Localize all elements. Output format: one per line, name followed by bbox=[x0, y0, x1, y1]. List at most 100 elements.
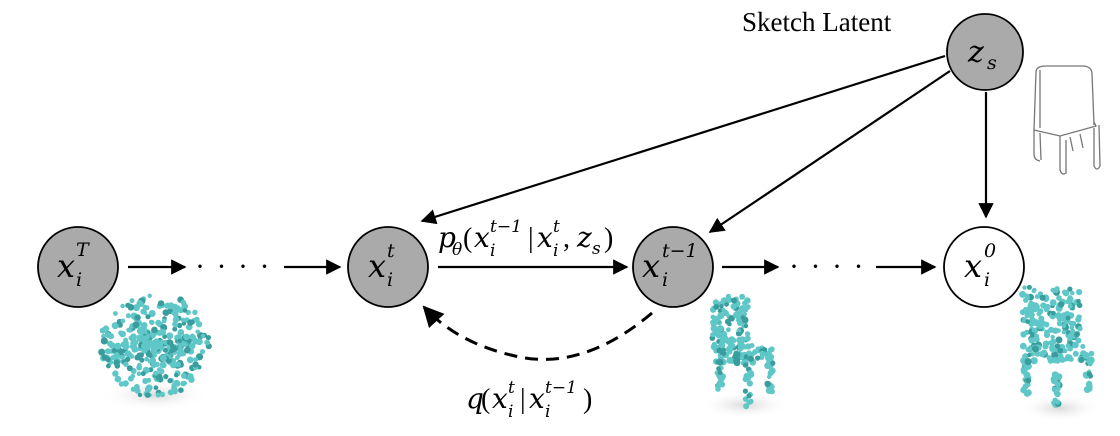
point bbox=[717, 325, 724, 332]
node-xt-sub: i bbox=[387, 269, 393, 291]
rev-close: ) bbox=[583, 384, 592, 415]
fwd-z-sub: s bbox=[592, 239, 601, 259]
point bbox=[136, 364, 143, 371]
point bbox=[124, 343, 130, 350]
point bbox=[1068, 320, 1073, 326]
point bbox=[765, 352, 772, 359]
point bbox=[147, 293, 152, 298]
point bbox=[1040, 302, 1047, 309]
point bbox=[1070, 328, 1076, 334]
point bbox=[153, 385, 159, 391]
point bbox=[166, 332, 174, 340]
point bbox=[1055, 336, 1063, 344]
point bbox=[719, 339, 725, 344]
point bbox=[193, 357, 199, 362]
point bbox=[716, 358, 724, 366]
point bbox=[1022, 285, 1027, 290]
point bbox=[1046, 355, 1052, 361]
point-cloud-shadow bbox=[1018, 394, 1102, 422]
node-xt1-circle bbox=[632, 226, 714, 308]
point bbox=[155, 373, 163, 381]
point bbox=[155, 319, 162, 326]
node-xt1-sup: t−1 bbox=[662, 240, 698, 262]
point bbox=[141, 348, 147, 354]
point bbox=[1068, 356, 1074, 362]
node-x0-sup: 0 bbox=[984, 240, 996, 262]
point bbox=[161, 318, 167, 324]
point bbox=[717, 370, 723, 376]
point bbox=[743, 403, 750, 410]
point bbox=[153, 370, 159, 376]
point bbox=[1061, 323, 1067, 329]
point bbox=[1050, 334, 1055, 340]
point bbox=[107, 340, 113, 347]
fwd-p: p bbox=[438, 221, 456, 254]
node-x0-circle bbox=[943, 226, 1025, 308]
point bbox=[181, 372, 187, 379]
point bbox=[712, 299, 720, 306]
point bbox=[191, 337, 198, 343]
point bbox=[743, 362, 749, 368]
point bbox=[1054, 343, 1061, 349]
point bbox=[739, 305, 746, 312]
point bbox=[145, 334, 151, 339]
point bbox=[1066, 295, 1074, 303]
point bbox=[1051, 386, 1057, 392]
point bbox=[1065, 343, 1071, 349]
point bbox=[755, 355, 761, 361]
point bbox=[114, 375, 122, 383]
point bbox=[123, 361, 129, 367]
rev-x1-sup: t bbox=[508, 378, 515, 398]
point bbox=[742, 300, 748, 306]
point bbox=[724, 337, 730, 343]
point bbox=[1028, 337, 1036, 344]
point bbox=[742, 388, 749, 394]
point bbox=[140, 371, 146, 377]
point bbox=[142, 304, 148, 310]
node-xt1-base: x bbox=[642, 247, 660, 285]
point bbox=[724, 311, 729, 317]
point bbox=[1028, 348, 1033, 353]
point bbox=[119, 330, 126, 338]
point bbox=[139, 357, 145, 363]
point bbox=[132, 321, 140, 329]
point-cloud-noise bbox=[98, 293, 212, 411]
point bbox=[107, 333, 115, 340]
point bbox=[147, 339, 154, 346]
point bbox=[1025, 377, 1032, 384]
point bbox=[159, 361, 167, 369]
point bbox=[733, 351, 741, 358]
fwd-x2-sup: t bbox=[553, 217, 560, 237]
point bbox=[106, 363, 111, 369]
point bbox=[1023, 307, 1028, 312]
point bbox=[205, 335, 211, 341]
point bbox=[759, 350, 766, 357]
point bbox=[112, 370, 119, 377]
point bbox=[166, 339, 173, 346]
point bbox=[724, 301, 729, 307]
point bbox=[716, 347, 723, 354]
fwd-x1: x bbox=[474, 221, 490, 254]
point bbox=[745, 304, 751, 310]
point bbox=[710, 325, 718, 332]
point bbox=[184, 346, 191, 354]
point bbox=[113, 311, 118, 316]
point bbox=[1088, 350, 1095, 357]
point-cloud-shadow bbox=[100, 379, 210, 411]
point bbox=[200, 333, 206, 339]
node-xT-circle bbox=[37, 226, 119, 308]
point bbox=[129, 298, 135, 304]
point bbox=[1039, 294, 1046, 301]
node-zs-circle bbox=[946, 13, 1024, 91]
point bbox=[163, 374, 169, 380]
fwd-open: ( bbox=[463, 223, 472, 254]
point bbox=[721, 312, 726, 317]
node-zs: z s bbox=[946, 13, 1024, 91]
point bbox=[199, 349, 206, 355]
point bbox=[730, 303, 737, 310]
point bbox=[747, 355, 755, 362]
point bbox=[1067, 303, 1073, 309]
point bbox=[1026, 284, 1032, 290]
point bbox=[1031, 288, 1037, 294]
point bbox=[150, 363, 156, 369]
